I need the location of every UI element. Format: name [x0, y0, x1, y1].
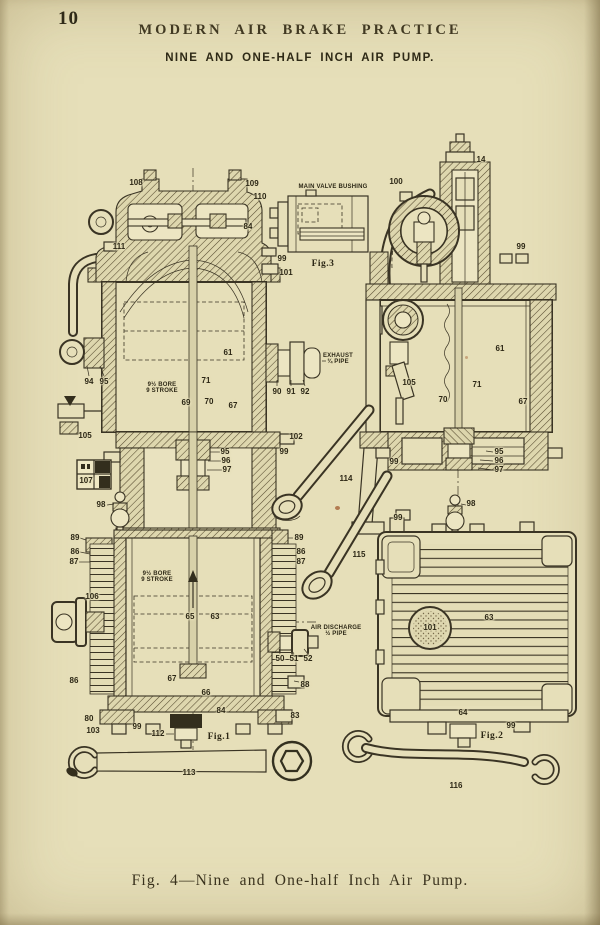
- engraving-figure: [51, 133, 577, 785]
- part-label: 65: [185, 612, 195, 622]
- part-label: 84: [243, 222, 253, 232]
- note-label: Main Valve Bushing: [298, 184, 368, 190]
- part-label: 87: [296, 557, 306, 567]
- figure-4-caption: Fig. 4—Nine and One-half Inch Air Pump.: [131, 872, 469, 889]
- air-pump-diagram: Fig.1 Fig.2 Fig.3 Main Valve BushingExhaust…: [0, 100, 600, 860]
- part-label: 116: [449, 781, 463, 791]
- part-label: 70: [204, 397, 214, 407]
- part-label: 86: [296, 547, 306, 557]
- part-label: 105: [78, 431, 92, 441]
- part-label: 91: [286, 387, 296, 397]
- part-label: 64: [458, 708, 468, 718]
- wrench-115: [301, 470, 393, 600]
- part-label: 89: [294, 533, 304, 543]
- part-label: 105: [402, 378, 416, 388]
- page-title: MODERN AIR BRAKE PRACTICE: [138, 22, 462, 38]
- part-label: 112: [151, 729, 165, 739]
- part-label: 106: [85, 592, 99, 602]
- part-label: 69: [181, 398, 191, 408]
- part-label: 108: [129, 178, 143, 188]
- part-label: 95: [99, 377, 109, 387]
- part-label: 51: [289, 654, 299, 664]
- part-label: 67: [228, 401, 238, 411]
- part-label: 99: [389, 457, 399, 467]
- part-label: 101: [279, 268, 293, 278]
- chapter-subtitle: NINE AND ONE-HALF INCH AIR PUMP.: [165, 52, 435, 64]
- part-label: 90: [272, 387, 282, 397]
- part-label: 99: [279, 447, 289, 457]
- part-label: 52: [303, 654, 313, 664]
- part-label: 95: [494, 447, 504, 457]
- part-label: 61: [223, 348, 233, 358]
- part-label: 98: [466, 499, 476, 509]
- page-shading-bottom: [0, 913, 600, 925]
- note-label: 9½ Bore 9 Stroke: [146, 382, 178, 394]
- part-label: 103: [86, 726, 100, 736]
- part-label: 115: [352, 550, 366, 560]
- part-label: 80: [84, 714, 94, 724]
- labels-layer: Fig.1 Fig.2 Fig.3 Main Valve BushingExhaust…: [0, 100, 600, 860]
- paper-stain: [335, 506, 340, 510]
- part-label: 95: [220, 447, 230, 457]
- part-label: 99: [132, 722, 142, 732]
- part-label: 71: [472, 380, 482, 390]
- part-label: 107: [79, 476, 93, 486]
- part-label: 84: [216, 706, 226, 716]
- part-label: 110: [253, 192, 267, 202]
- wrench-114: [271, 404, 375, 521]
- part-label: 100: [389, 177, 403, 187]
- part-label: 99: [277, 254, 287, 264]
- part-label: 99: [506, 721, 516, 731]
- fig2-side-elevation: [351, 133, 577, 748]
- part-label: 97: [222, 465, 232, 475]
- part-label: 83: [290, 711, 300, 721]
- page-number: 10: [58, 8, 79, 29]
- part-label: 97: [494, 465, 504, 475]
- wrench-116: [341, 730, 560, 785]
- part-label: 86: [70, 547, 80, 557]
- part-label: 67: [518, 397, 528, 407]
- figure-caption: Fig.1: [207, 732, 231, 742]
- part-label: 88: [300, 680, 310, 690]
- part-label: 113: [182, 768, 196, 778]
- part-label: 71: [201, 376, 211, 386]
- part-label: 101: [423, 623, 437, 633]
- part-label: 102: [289, 432, 303, 442]
- figure-caption: Fig.3: [311, 259, 335, 269]
- part-label: 50: [275, 654, 285, 664]
- part-label: 70: [438, 395, 448, 405]
- paper-stain: [465, 356, 468, 359]
- part-label: 63: [210, 612, 220, 622]
- part-label: 14: [476, 155, 486, 165]
- part-label: 96: [494, 456, 504, 466]
- note-label: 9½ Bore 9 Stroke: [141, 571, 173, 583]
- part-label: 109: [245, 179, 259, 189]
- part-label: 86: [69, 676, 79, 686]
- part-label: 66: [201, 688, 211, 698]
- fig3-main-valve-bushing: [269, 189, 369, 253]
- part-label: 61: [495, 344, 505, 354]
- part-label: 67: [167, 674, 177, 684]
- part-label: 89: [70, 533, 80, 543]
- figure-caption: Fig.2: [480, 731, 504, 741]
- fig1-cross-section: [51, 169, 330, 749]
- part-label: 87: [69, 557, 79, 567]
- note-label: Air Discharge ½ Pipe: [310, 625, 362, 637]
- part-label: 92: [300, 387, 310, 397]
- wrench-113: [66, 740, 313, 782]
- part-label: 63: [484, 613, 494, 623]
- part-label: 111: [112, 242, 126, 252]
- part-label: 99: [393, 513, 403, 523]
- part-label: 114: [339, 474, 353, 484]
- note-label: Exhaust ¾ Pipe: [322, 353, 354, 365]
- part-label: 96: [221, 456, 231, 466]
- part-label: 99: [516, 242, 526, 252]
- part-label: 98: [96, 500, 106, 510]
- part-label: 94: [84, 377, 94, 387]
